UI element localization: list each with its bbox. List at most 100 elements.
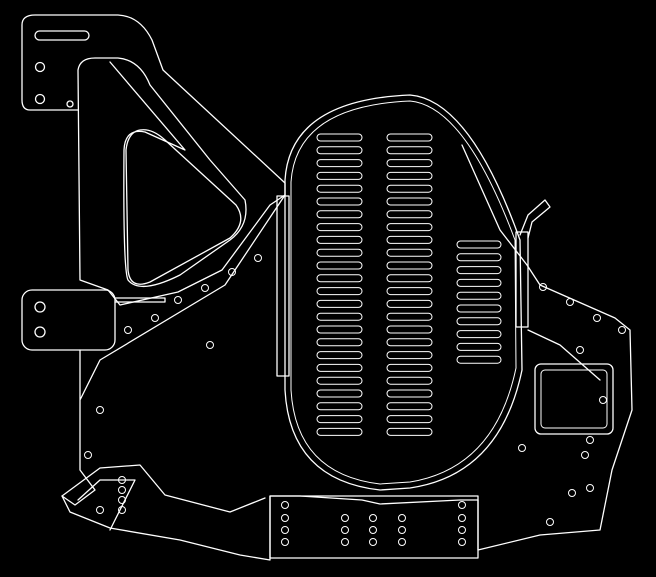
louver-slot <box>456 278 502 287</box>
louver-slot <box>316 287 363 296</box>
louver-slot <box>456 317 502 326</box>
hole <box>281 538 289 546</box>
hole <box>369 538 377 546</box>
filter-box-inner <box>540 369 608 429</box>
hole <box>84 451 92 459</box>
clamp-arm <box>114 297 166 303</box>
hole <box>458 514 466 522</box>
hole <box>458 526 466 534</box>
hole <box>518 444 526 452</box>
radiator-right-tank <box>515 231 529 328</box>
louver-slot <box>456 253 502 262</box>
hole <box>124 326 132 334</box>
hole <box>398 514 406 522</box>
louver-slot <box>316 312 363 321</box>
louver-slot <box>316 363 363 372</box>
louver-slot <box>386 325 433 334</box>
hole <box>341 526 349 534</box>
hole <box>586 484 594 492</box>
louver-slot <box>386 159 433 168</box>
hole <box>281 526 289 534</box>
hole <box>281 501 289 509</box>
clamp-plate <box>21 289 116 351</box>
hole <box>34 93 46 105</box>
louver-slot <box>316 427 363 436</box>
hole <box>66 100 74 108</box>
louver-slot <box>386 299 433 308</box>
louver-slot <box>386 363 433 372</box>
lower-left-bracket <box>61 464 266 531</box>
hole <box>539 283 547 291</box>
louver-slot <box>316 223 363 232</box>
louver-slot <box>386 235 433 244</box>
louver-slot <box>386 389 433 398</box>
hole <box>34 61 46 73</box>
upper-bracket-plate <box>21 14 286 306</box>
louver-slot <box>316 171 363 180</box>
louver-slot <box>316 376 363 385</box>
main-frame <box>61 144 633 561</box>
louver-slot <box>386 402 433 411</box>
hole <box>228 268 236 276</box>
louver-slot <box>386 133 433 142</box>
triangle-cutout <box>125 129 242 285</box>
hole <box>174 296 182 304</box>
hole <box>566 298 574 306</box>
hole <box>118 486 126 494</box>
hole <box>581 451 589 459</box>
louver-slot <box>316 248 363 257</box>
hole <box>546 518 554 526</box>
louver-slot <box>386 312 433 321</box>
louver-slot <box>316 389 363 398</box>
louver-slot <box>316 351 363 360</box>
louver-slot <box>386 171 433 180</box>
hole <box>586 436 594 444</box>
hole <box>118 496 126 504</box>
louver-slot <box>386 427 433 436</box>
hole <box>398 538 406 546</box>
louver-slot <box>316 210 363 219</box>
hole <box>34 301 46 313</box>
hole <box>369 526 377 534</box>
hole <box>369 514 377 522</box>
hole <box>34 326 46 338</box>
hole <box>599 396 607 404</box>
louver-slot <box>316 146 363 155</box>
filter-box <box>534 363 614 435</box>
hole <box>96 406 104 414</box>
louver-slot <box>316 299 363 308</box>
louver-slot <box>386 210 433 219</box>
hole <box>201 284 209 292</box>
hole <box>118 476 126 484</box>
frame-holes <box>84 254 626 546</box>
bottom-plate <box>269 495 479 559</box>
louver-slot <box>316 402 363 411</box>
radiator-side-tank <box>276 195 290 377</box>
hole <box>341 538 349 546</box>
louver-slot <box>316 415 363 424</box>
hole <box>151 314 159 322</box>
louver-slot <box>386 415 433 424</box>
hole <box>281 514 289 522</box>
hole <box>341 514 349 522</box>
louver-slot <box>456 266 502 275</box>
louver-slot <box>316 274 363 283</box>
louver-slot <box>456 240 502 249</box>
mounting-slot <box>34 30 90 41</box>
louver-slot <box>316 325 363 334</box>
louver-slot <box>386 338 433 347</box>
radiator-inner-outline <box>290 100 517 485</box>
louver-slot <box>386 274 433 283</box>
hole <box>254 254 262 262</box>
hole <box>398 526 406 534</box>
louver-slot <box>386 146 433 155</box>
louver-slot <box>456 342 502 351</box>
louver-slot <box>386 223 433 232</box>
louver-slot <box>316 133 363 142</box>
louver-slot <box>316 261 363 270</box>
hole <box>618 326 626 334</box>
hole <box>458 501 466 509</box>
louver-slot <box>456 291 502 300</box>
louver-slot <box>386 351 433 360</box>
